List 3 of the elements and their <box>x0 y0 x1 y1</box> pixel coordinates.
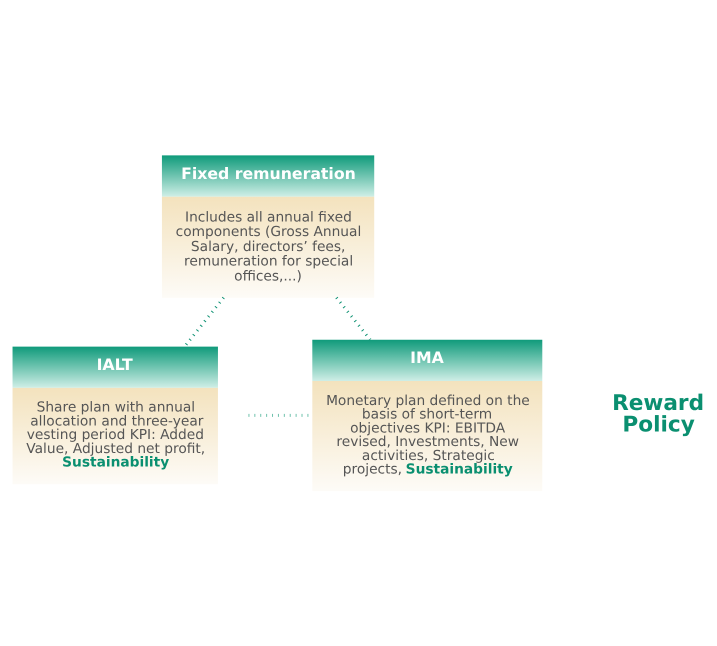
label: Reward Policy <box>612 391 704 438</box>
connector <box>335 296 372 340</box>
connector <box>184 296 225 348</box>
